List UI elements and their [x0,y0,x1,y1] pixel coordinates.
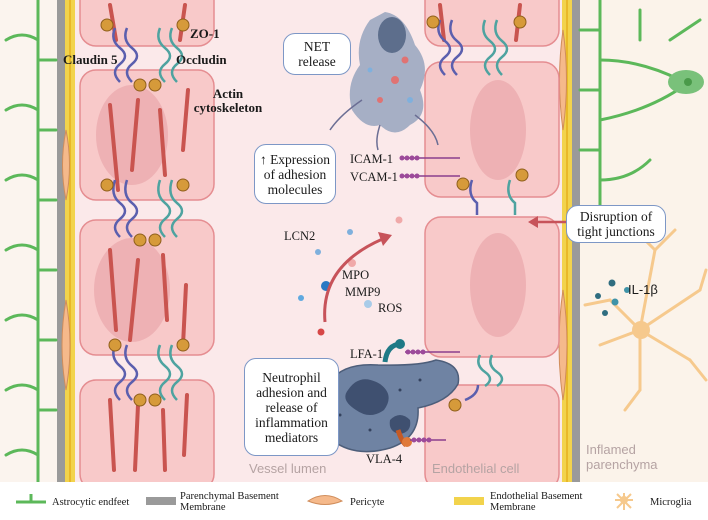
endothelial-cells-right [424,0,560,491]
actin-filaments [108,3,522,472]
legend-pbm-icon [146,497,176,505]
legend-astrocytic-endfeet: Astrocytic endfeet [52,497,130,508]
label-icam1: ICAM-1 [350,152,394,166]
astrocyte-right [578,0,702,212]
zo1-proteins [100,15,529,412]
legend-ebm-icon [454,497,484,505]
region-endothelial-cell: Endothelial cell [432,461,520,476]
label-vla4: VLA-4 [366,452,403,466]
label-ros: ROS [378,301,403,315]
label-zo1: ZO-1 [190,26,220,41]
label-mmp9: MMP9 [345,285,381,299]
pericyte-right-1 [559,29,567,131]
legend-astrocyte-icon [16,494,46,504]
microglia-soma [632,321,650,339]
lfa1-integrin [382,339,460,363]
label-il1b: IL-1β [628,282,658,297]
label-claudin5: Claudin 5 [63,52,118,67]
adherent-neutrophil [320,359,460,453]
label-lfa1: LFA-1 [350,347,384,361]
release-arrow [323,236,386,323]
callout-tight-junction-disruption: Disruption of tight junctions [566,205,666,243]
callout-neutrophil-adhesion: Neutrophil adhesion and release of infla… [244,358,339,456]
endothelial-cells-left [79,0,215,491]
pericyte-left-2 [61,299,71,391]
legend-endothelial-basement-membrane: Endothelial Basement Membrane [490,491,583,513]
region-vessel-lumen: Vessel lumen [249,461,327,476]
legend-microglia-icon [615,493,633,510]
left-parenchyma-bg [0,0,62,482]
callout-adhesion-expression: ↑ Expression of adhesion molecules [254,144,336,204]
callout-net-release: NET release [283,33,351,75]
label-lcn2: LCN2 [284,229,316,243]
net-release-neutrophil [329,12,439,151]
label-occludin: Occludin [176,52,227,67]
il1b-particles [595,279,630,316]
label-vcam1: VCAM-1 [350,170,398,184]
legend-parenchymal-basement-membrane: Parenchymal Basement Membrane [180,491,279,513]
label-actin-cytoskeleton: Actin cytoskeleton [193,86,263,115]
region-inflamed-parenchyma: Inflamed parenchyma [586,442,658,472]
legend-microglia: Microglia [650,497,692,508]
legend-pericyte: Pericyte [350,497,385,508]
left-parenchymal-basement-membrane [57,0,65,482]
vla4-integrin [395,429,446,447]
astrocytic-endfeet-left [4,0,58,484]
label-mpo: MPO [342,268,370,282]
adhesion-molecule-receptors [399,155,460,179]
legend-pericyte-icon [306,495,344,505]
tight-junctions-left [112,19,517,402]
pericyte-left-1 [62,129,70,201]
legend-border [0,482,708,520]
